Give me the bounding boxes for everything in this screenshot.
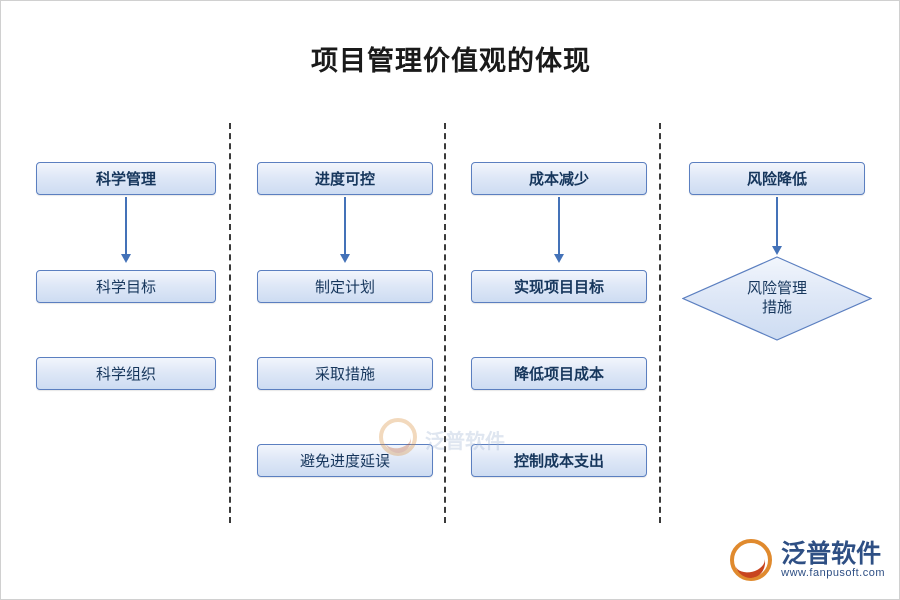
- node-header-cost-reduction[interactable]: 成本减少: [471, 162, 647, 195]
- node-control-cost-spending[interactable]: 控制成本支出: [471, 444, 647, 477]
- node-header-scientific-management[interactable]: 科学管理: [36, 162, 216, 195]
- node-achieve-project-goal[interactable]: 实现项目目标: [471, 270, 647, 303]
- brand-logo-icon: [728, 537, 774, 583]
- arrow-col4-1: [772, 197, 782, 255]
- column-divider-2: [444, 123, 446, 523]
- node-scientific-goal[interactable]: 科学目标: [36, 270, 216, 303]
- column-divider-3: [659, 123, 661, 523]
- diamond-label-line1: 风险管理: [746, 279, 807, 297]
- arrow-col1-1: [121, 197, 131, 263]
- brand-url: www.fanpusoft.com: [781, 567, 885, 580]
- arrow-col2-1: [340, 197, 350, 263]
- brand-name: 泛普软件: [781, 539, 882, 568]
- node-risk-management-measures[interactable]: 风险管理 措施: [682, 256, 872, 341]
- node-header-risk-reduction[interactable]: 风险降低: [689, 162, 865, 195]
- node-avoid-schedule-delay[interactable]: 避免进度延误: [257, 444, 433, 477]
- brand-logo: 泛普软件 www.fanpusoft.com: [728, 537, 885, 583]
- node-take-measures[interactable]: 采取措施: [257, 357, 433, 390]
- diamond-shape: [682, 256, 872, 341]
- page-title: 项目管理价值观的体现: [311, 46, 591, 76]
- node-scientific-organization[interactable]: 科学组织: [36, 357, 216, 390]
- diamond-label-line2: 措施: [761, 298, 792, 316]
- column-divider-1: [229, 123, 231, 523]
- diamond-label: 风险管理 措施: [682, 256, 872, 341]
- node-make-plan[interactable]: 制定计划: [257, 270, 433, 303]
- node-reduce-project-cost[interactable]: 降低项目成本: [471, 357, 647, 390]
- arrow-col3-1: [554, 197, 564, 263]
- node-header-schedule-control[interactable]: 进度可控: [257, 162, 433, 195]
